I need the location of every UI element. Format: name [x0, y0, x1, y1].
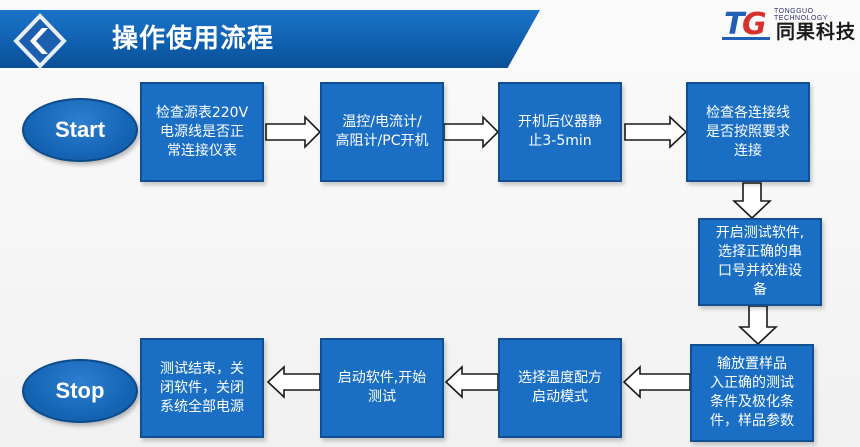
step-open-software: 开启测试软件, 选择正确的串 口号并校准设 备 — [698, 218, 822, 306]
stop-terminal: Stop — [22, 359, 138, 423]
step-wait-stabilize: 开机后仪器静 止3-5min — [498, 82, 622, 182]
arrow-left-1 — [622, 365, 691, 399]
step-start-test: 启动软件,开始 测试 — [320, 338, 444, 438]
company-logo: T G TONGGUO TECHNOLOGY 同果科技 — [722, 4, 857, 43]
tg-logo-icon: T G — [722, 7, 770, 42]
arrow-right-1 — [265, 115, 322, 149]
step-select-temperature: 选择温度配方 启动模式 — [498, 338, 622, 438]
arrow-left-3 — [266, 365, 321, 399]
page-title: 操作使用流程 — [112, 24, 275, 54]
back-chevron-icon[interactable] — [8, 12, 72, 70]
arrow-right-3 — [624, 115, 688, 149]
arrow-down-2 — [737, 305, 779, 346]
logo-name: 同果科技 — [776, 21, 857, 43]
step-power-on-devices: 温控/电流计/ 高阻计/PC开机 — [320, 82, 444, 182]
logo-subtitle: TONGGUO TECHNOLOGY — [774, 8, 829, 22]
step-check-power-cable: 检查源表220V 电源线是否正 常连接仪表 — [140, 82, 264, 182]
step-check-connections: 检查各连接线 是否按照要求 连接 — [686, 82, 810, 182]
start-terminal: Start — [22, 98, 138, 162]
step-input-parameters: 输放置样品 入正确的测试 条件及极化条 件，样品参数 — [690, 344, 814, 442]
svg-text:T: T — [724, 7, 747, 42]
step-shutdown: 测试结束，关 闭软件，关闭 系统全部电源 — [140, 338, 264, 438]
arrow-left-2 — [444, 365, 499, 399]
arrow-down-1 — [731, 182, 773, 220]
svg-text:G: G — [742, 7, 767, 42]
header-bar — [0, 10, 540, 68]
arrow-right-2 — [443, 115, 500, 149]
